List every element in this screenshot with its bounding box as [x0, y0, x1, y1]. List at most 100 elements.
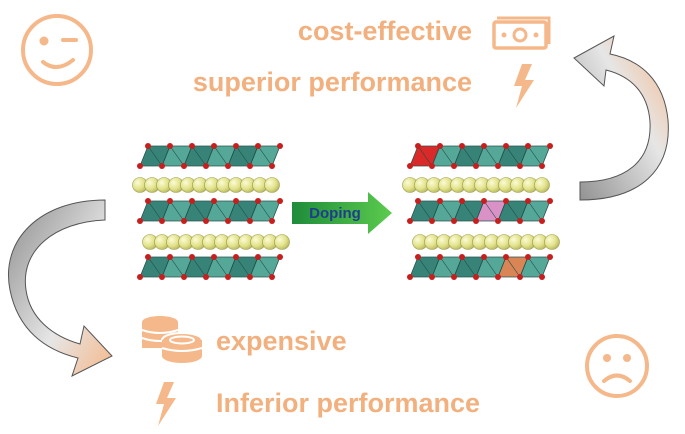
octahedron-edge	[213, 256, 229, 278]
cost-effective-label: cost-effective	[298, 16, 472, 46]
oxygen-atom	[503, 143, 509, 149]
oxygen-atom	[539, 274, 545, 280]
oxygen-atom	[517, 163, 523, 169]
oxygen-atom	[137, 274, 143, 280]
octahedron-edge	[191, 145, 207, 167]
lightning-icon	[514, 64, 534, 108]
oxygen-atom	[525, 254, 531, 260]
oxygen-atom	[407, 218, 413, 224]
octahedron-edge	[505, 256, 521, 278]
oxygen-atom	[269, 163, 275, 169]
oxygen-atom	[189, 143, 195, 149]
oxygen-atom	[503, 198, 509, 204]
octahedron-edge	[439, 256, 455, 278]
oxygen-atom	[495, 163, 501, 169]
oxygen-atom	[247, 163, 253, 169]
oxygen-atom	[203, 163, 209, 169]
oxygen-atom	[415, 198, 421, 204]
octahedron-edge	[191, 200, 207, 222]
octahedron-edge	[483, 145, 499, 167]
oxygen-atom	[407, 163, 413, 169]
octahedron-edge	[461, 256, 477, 278]
octahedron-edge	[257, 200, 273, 222]
oxygen-atom	[429, 218, 435, 224]
octahedron-edge	[147, 200, 163, 222]
oxygen-atom	[137, 218, 143, 224]
octahedron-edge	[191, 256, 207, 278]
octahedron-edge	[213, 145, 229, 167]
octahedron-edge	[417, 256, 433, 278]
superior-performance-label: superior performance	[193, 67, 472, 97]
oxygen-atom	[539, 218, 545, 224]
octahedron-edge	[169, 200, 185, 222]
oxygen-atom	[277, 198, 283, 204]
oxygen-atom	[539, 163, 545, 169]
octahedron-edge	[505, 200, 521, 222]
octahedron-edge	[527, 145, 543, 167]
oxygen-atom	[233, 143, 239, 149]
oxygen-atom	[233, 198, 239, 204]
octahedron-edge	[505, 145, 521, 167]
coins-icon	[141, 316, 203, 363]
oxygen-atom	[473, 163, 479, 169]
oxygen-atom	[167, 198, 173, 204]
cation-atom	[264, 177, 280, 193]
octahedron-edge	[439, 145, 455, 167]
oxygen-atom	[269, 274, 275, 280]
oxygen-atom	[415, 143, 421, 149]
oxygen-atom	[269, 218, 275, 224]
oxygen-atom	[211, 198, 217, 204]
oxygen-atom	[247, 274, 253, 280]
octahedron-edge	[257, 256, 273, 278]
octahedron-edge	[147, 256, 163, 278]
oxygen-atom	[429, 274, 435, 280]
oxygen-atom	[503, 254, 509, 260]
oxygen-atom	[481, 198, 487, 204]
oxygen-atom	[255, 254, 261, 260]
oxygen-atom	[167, 143, 173, 149]
oxygen-atom	[437, 143, 443, 149]
oxygen-atom	[429, 163, 435, 169]
oxygen-atom	[211, 254, 217, 260]
oxygen-atom	[181, 163, 187, 169]
oxygen-atom	[277, 254, 283, 260]
oxygen-atom	[189, 198, 195, 204]
oxygen-atom	[145, 143, 151, 149]
doping-arrow	[292, 192, 392, 234]
oxygen-atom	[525, 198, 531, 204]
octahedron-edge	[417, 200, 433, 222]
oxygen-atom	[495, 218, 501, 224]
oxygen-atom	[481, 143, 487, 149]
oxygen-atom	[159, 218, 165, 224]
oxygen-atom	[547, 143, 553, 149]
oxygen-atom	[459, 198, 465, 204]
octahedron-edge	[147, 145, 163, 167]
oxygen-atom	[211, 143, 217, 149]
inferior-performance-label: Inferior performance	[216, 388, 480, 418]
octahedron-edge	[235, 145, 251, 167]
octahedron-edge	[257, 145, 273, 167]
lightning-icon	[156, 382, 176, 426]
oxygen-atom	[167, 254, 173, 260]
octahedron-edge	[461, 145, 477, 167]
oxygen-atom	[451, 274, 457, 280]
octahedron-edge	[483, 200, 499, 222]
oxygen-atom	[481, 254, 487, 260]
oxygen-atom	[203, 218, 209, 224]
oxygen-atom	[437, 254, 443, 260]
money-bill-icon	[492, 16, 551, 50]
oxygen-atom	[159, 274, 165, 280]
octahedron-edge	[417, 145, 433, 167]
right-curved-arrow	[573, 35, 669, 201]
oxygen-atom	[437, 198, 443, 204]
octahedron-edge	[235, 200, 251, 222]
oxygen-atom	[181, 274, 187, 280]
oxygen-atom	[145, 254, 151, 260]
left-curved-arrow	[8, 199, 113, 377]
oxygen-atom	[459, 254, 465, 260]
oxygen-atom	[225, 163, 231, 169]
octahedron-edge	[527, 200, 543, 222]
sad-face-icon	[585, 334, 649, 398]
oxygen-atom	[407, 274, 413, 280]
